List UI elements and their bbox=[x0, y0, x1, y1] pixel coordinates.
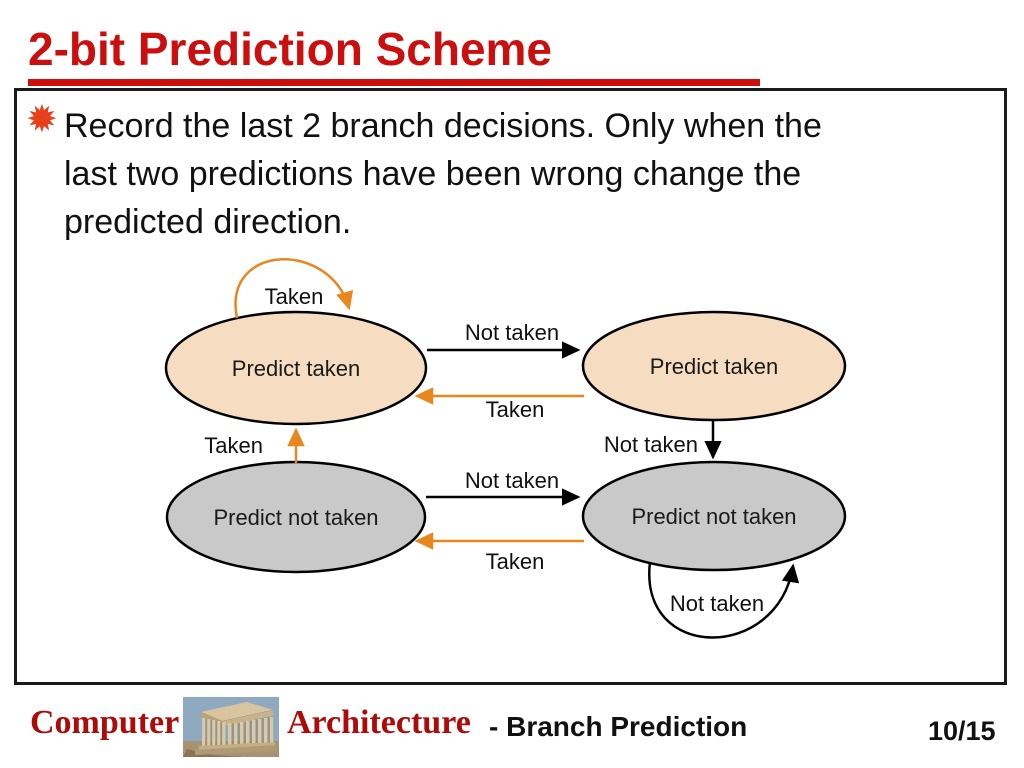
state-predict-not-taken-b bbox=[581, 460, 847, 572]
transition-taken-self-loop-top-left bbox=[234, 258, 354, 319]
bullet-paragraph: Record the last 2 branch decisions. Only… bbox=[64, 102, 974, 246]
state-label-predict-not-taken-b: Predict not taken bbox=[631, 504, 796, 529]
edge-label-not-taken-self-bottom: Not taken bbox=[670, 591, 764, 616]
edge-label-taken-self-top: Taken bbox=[265, 284, 324, 309]
edge-label-not-taken-top: Not taken bbox=[465, 320, 559, 345]
footer-course-word-architecture: Architecture bbox=[287, 704, 471, 741]
state-predict-taken-b bbox=[581, 310, 847, 422]
starburst-bullet-icon: ✹ bbox=[26, 99, 58, 141]
title-underline-bar bbox=[28, 79, 760, 86]
footer-lecture-title: - Branch Prediction bbox=[489, 711, 748, 742]
state-label-predict-taken-a: Predict taken bbox=[232, 356, 360, 381]
page-title: 2-bit Prediction Scheme bbox=[28, 23, 553, 75]
edge-label-not-taken-bottom: Not taken bbox=[465, 468, 559, 493]
edge-label-not-taken-right-down: Not taken bbox=[604, 432, 698, 457]
edge-label-taken-left-up: Taken bbox=[204, 433, 263, 458]
edge-label-taken-bottom-return: Taken bbox=[486, 549, 545, 574]
state-label-predict-not-taken-a: Predict not taken bbox=[213, 505, 378, 530]
transition-not-taken-self-loop-bottom-right bbox=[648, 561, 800, 639]
edge-label-taken-top-return: Taken bbox=[486, 397, 545, 422]
parthenon-logo-image bbox=[183, 697, 279, 757]
bullet-line: predicted direction. bbox=[64, 203, 352, 241]
bullet-line: Record the last 2 branch decisions. Only… bbox=[64, 107, 822, 145]
bullet-line: last two predictions have been wrong cha… bbox=[64, 155, 802, 193]
state-label-predict-taken-b: Predict taken bbox=[650, 354, 778, 379]
state-predict-taken-a bbox=[164, 310, 428, 426]
page-number: 10/15 bbox=[928, 716, 996, 746]
footer-course-word-computer: Computer bbox=[30, 704, 180, 741]
